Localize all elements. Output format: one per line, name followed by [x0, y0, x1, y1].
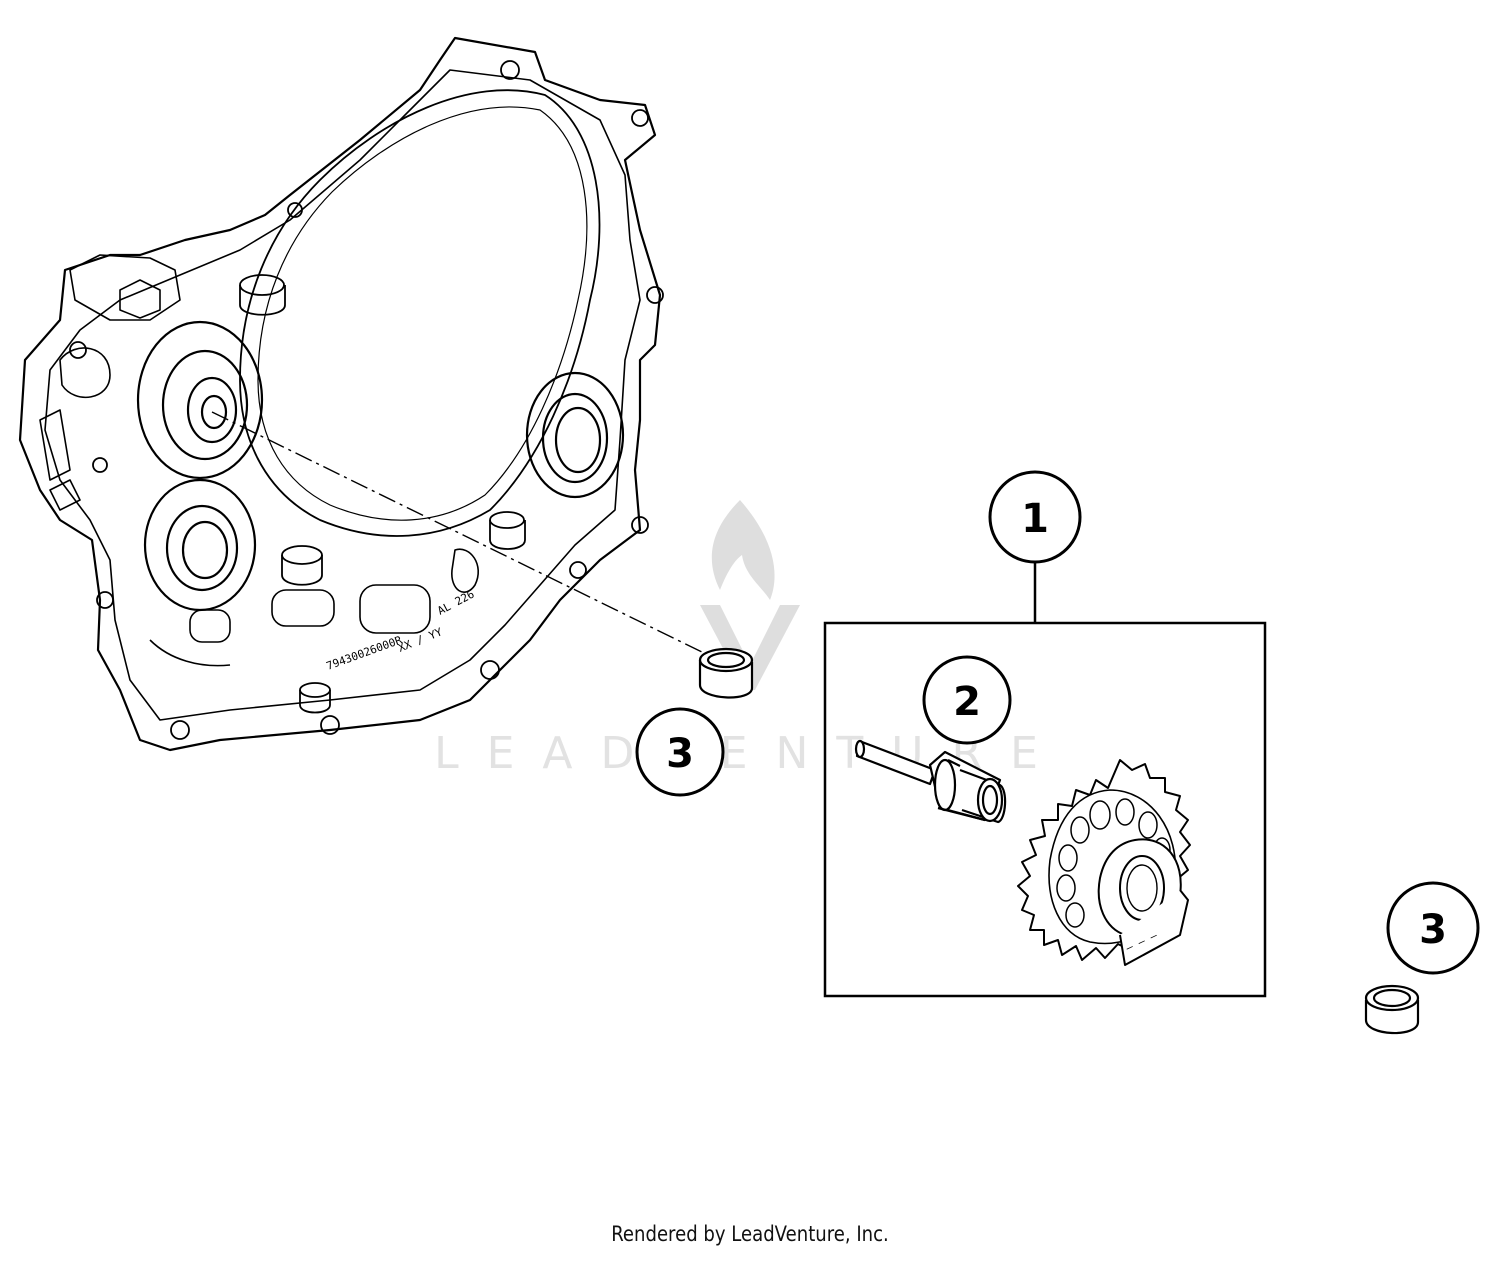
callout-2-label: 2: [953, 679, 981, 725]
crankcase-cover: AL 226 79430026000R XX / YY: [18, 36, 664, 752]
gear-foot: [1119, 889, 1189, 966]
bushing-part: [698, 647, 754, 699]
date-code-stamp: XX / YY: [396, 625, 444, 655]
clutch-opening: [239, 89, 601, 537]
callout-1-label: 1: [1021, 496, 1049, 542]
clutch-opening-lip: [257, 106, 588, 521]
bushing-part-right: [1364, 984, 1420, 1035]
upper-left-bosses: [39, 254, 181, 511]
shaft-part: [854, 739, 1007, 824]
cover-stamps: AL 226 79430026000R XX / YY: [325, 588, 477, 673]
part-number-stamp: 79430026000R: [325, 633, 404, 673]
cover-outline: [18, 36, 662, 752]
bolt-bosses: [69, 60, 664, 740]
dowel-pins: [239, 274, 526, 714]
kit-box: [823, 621, 1267, 998]
callout-3-right: 3: [1386, 881, 1480, 975]
callout-3-left: 3: [635, 707, 725, 797]
callout-1: 1: [988, 470, 1082, 623]
alloy-stamp: AL 226: [435, 588, 476, 618]
gear-part: — — —: [1017, 759, 1191, 966]
lower-bearing-bore: [143, 478, 257, 612]
callout-3-left-label: 3: [666, 731, 694, 777]
right-seal-bore: [525, 371, 625, 499]
footer-credit: Rendered by LeadVenture, Inc.: [611, 1222, 889, 1246]
cover-inner-flange: [44, 69, 641, 721]
callout-2: 2: [922, 655, 1012, 745]
left-seal-boss: [136, 320, 264, 480]
cover-ribs: [149, 548, 480, 667]
callout-3-right-label: 3: [1419, 907, 1447, 953]
leadventure-flame-logo: [700, 500, 800, 690]
